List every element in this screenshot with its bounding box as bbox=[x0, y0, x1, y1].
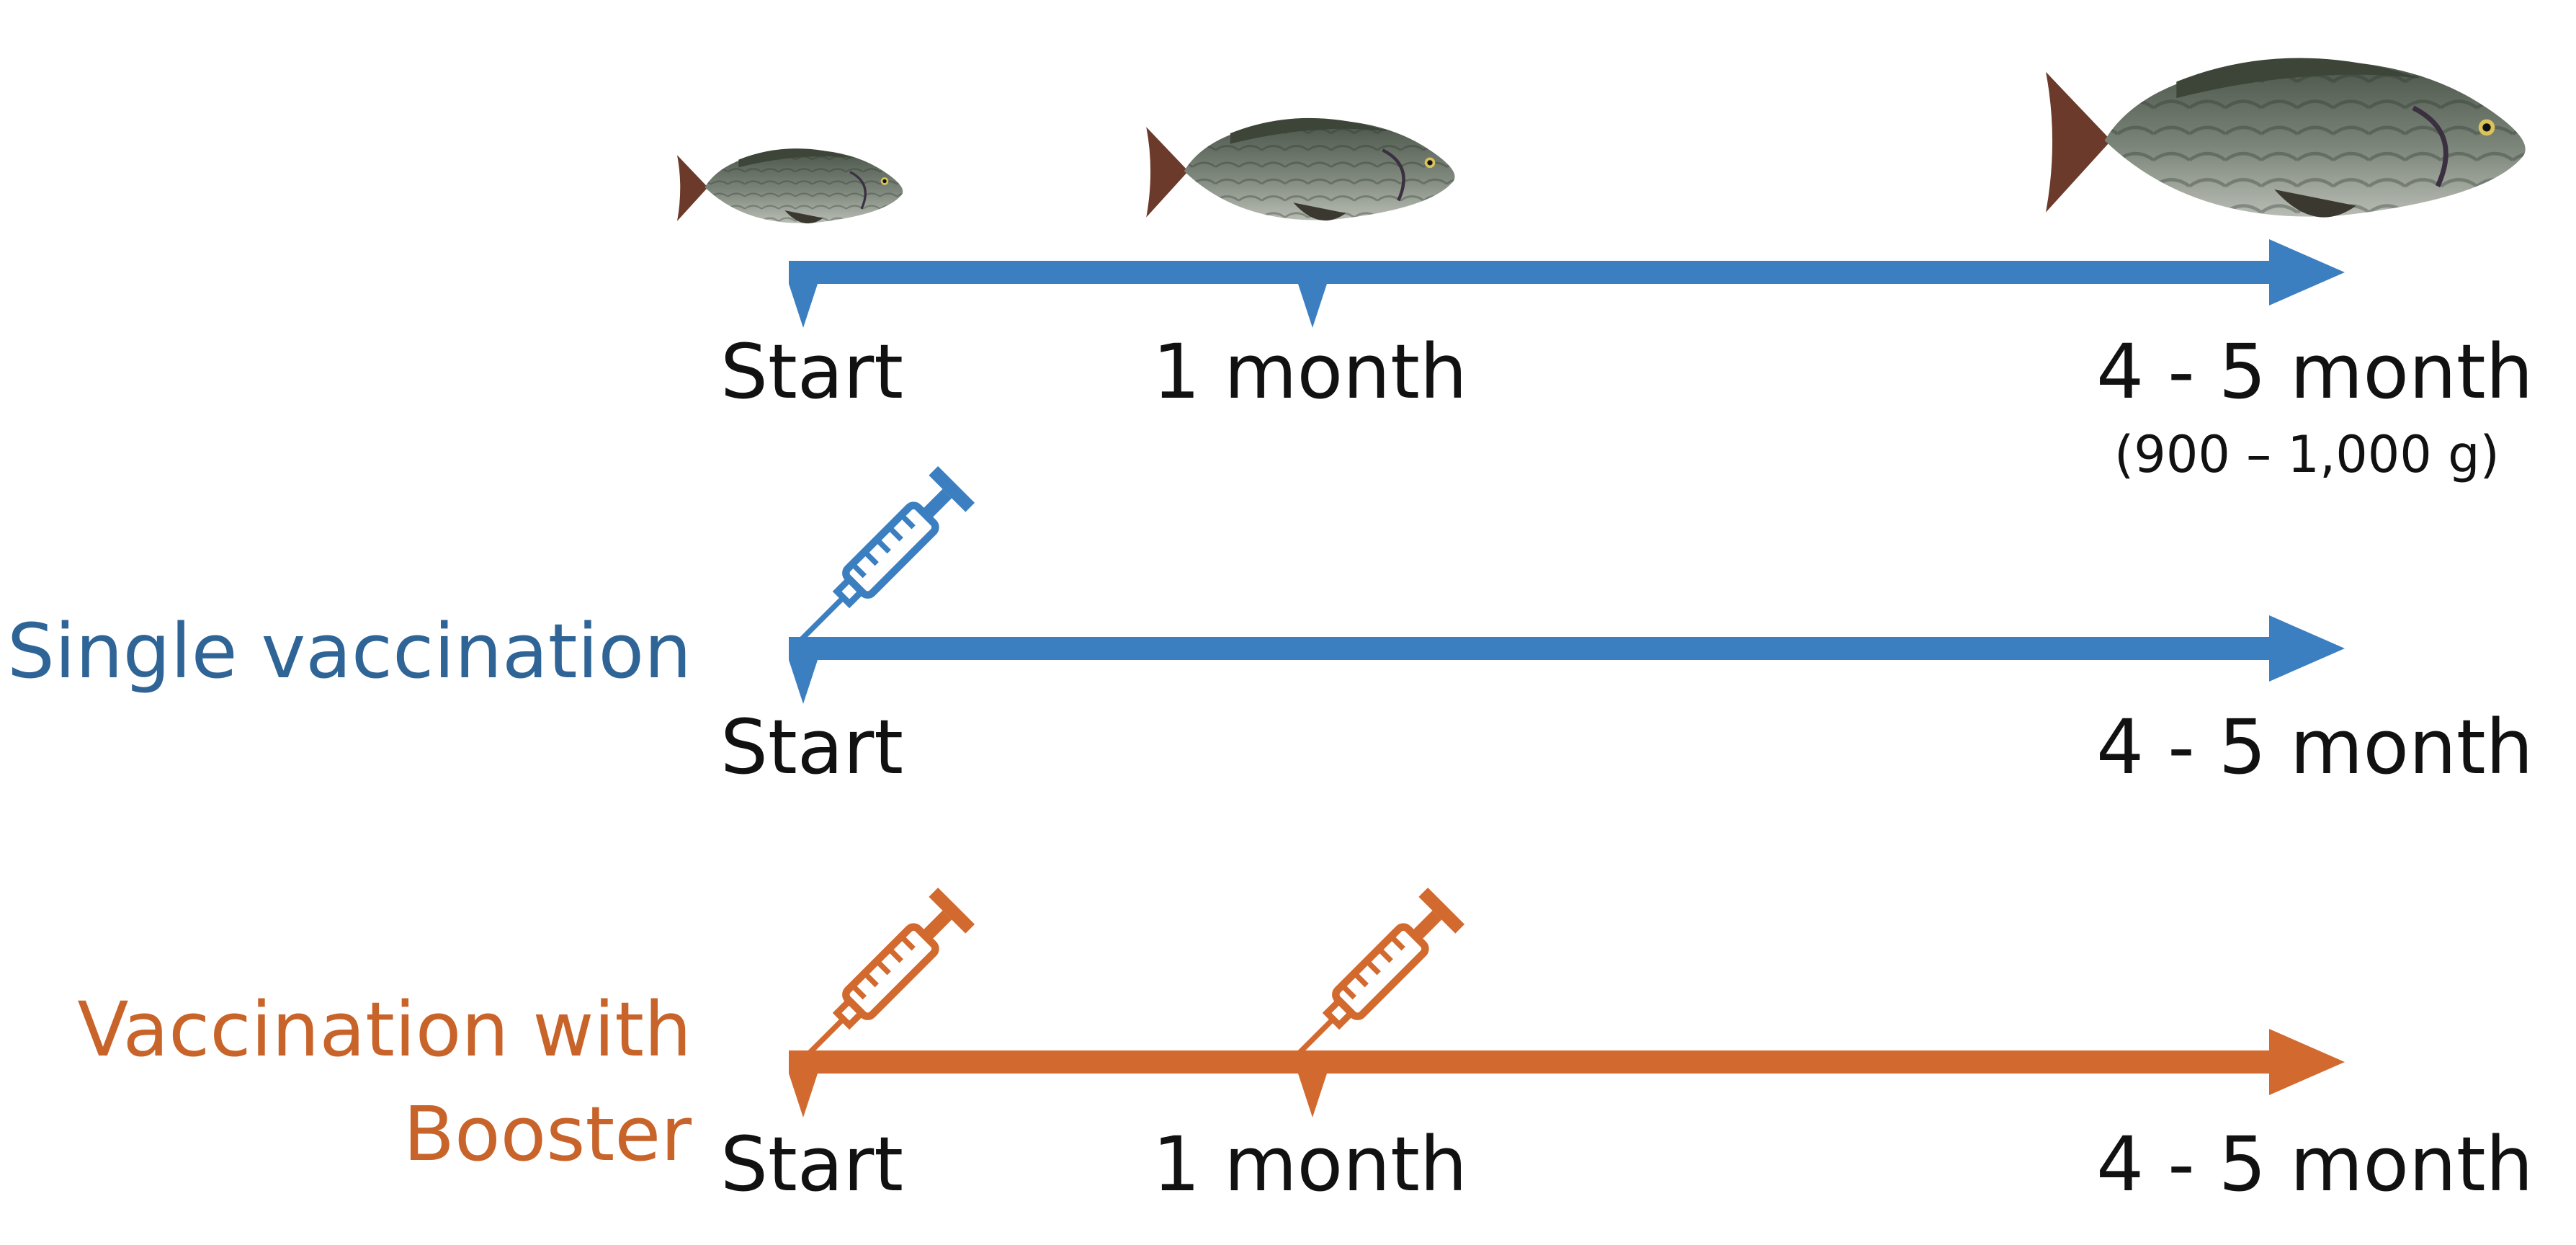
booster-label-line1: Vaccination with bbox=[77, 986, 692, 1074]
tick-label-start: Start bbox=[720, 328, 903, 416]
tick-label-1-month: 1 month bbox=[1153, 1120, 1467, 1208]
tick-label-4-5-month: 4 - 5 month bbox=[2096, 703, 2533, 791]
tick-label-1-month: 1 month bbox=[1153, 328, 1467, 416]
tick-label-4-5-month: 4 - 5 month bbox=[2096, 1120, 2533, 1208]
tick-label-start: Start bbox=[720, 703, 903, 791]
booster-arrow bbox=[789, 1029, 2345, 1117]
fish-icon bbox=[1146, 118, 1454, 220]
booster-label-line2: Booster bbox=[403, 1090, 692, 1178]
fish-icon bbox=[677, 147, 904, 225]
tick-label-start: Start bbox=[720, 1120, 903, 1208]
final-weight-label: (900 – 1,000 g) bbox=[2114, 425, 2500, 484]
booster-vaccination-timeline: Vaccination with Booster Start 1 month 4… bbox=[77, 888, 2533, 1208]
single-vaccination-arrow bbox=[789, 615, 2345, 704]
single-vaccination-label: Single vaccination bbox=[7, 607, 692, 695]
growth-timeline: Start 1 month 4 - 5 month (900 – 1,000 g… bbox=[677, 58, 2533, 484]
fish-icon bbox=[2046, 58, 2526, 217]
tick-label-4-5-month: 4 - 5 month bbox=[2096, 328, 2533, 416]
growth-arrow bbox=[789, 239, 2345, 328]
single-vaccination-timeline: Single vaccination Start 4 - 5 month bbox=[7, 466, 2533, 791]
